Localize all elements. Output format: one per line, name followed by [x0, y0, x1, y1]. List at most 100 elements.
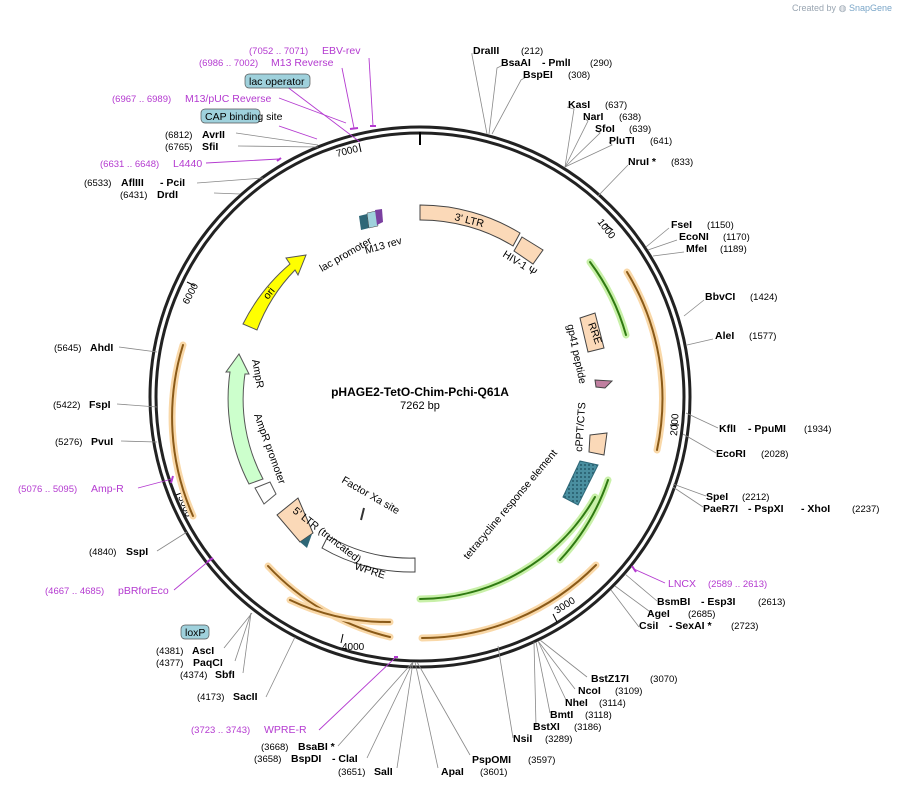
tick-7000: 7000 [335, 144, 360, 160]
credit-brand: SnapGene [848, 3, 892, 13]
pos-pvui: (5276) [55, 437, 82, 448]
enzyme-drdi: DrdI [157, 189, 178, 201]
ltr3-label: 3' LTR [453, 211, 485, 230]
pos-bstz17i: (3070) [650, 674, 677, 685]
enzyme-pspomi: PspOMI [472, 754, 511, 766]
pos-kasi: (637) [605, 100, 627, 111]
enzyme-sexai: - SexAI * [669, 620, 713, 632]
pos-pspomi: (3597) [528, 755, 555, 766]
ebv-rev-label: EBV-rev [322, 45, 361, 57]
boxed-features: lac operator CAP binding site loxP [180, 73, 311, 640]
enzyme-ncoi: NcoI [578, 685, 601, 697]
enzyme-nhei: NheI [565, 697, 588, 709]
tick-6000: 6000 [181, 281, 201, 306]
enzyme-mfei: MfeI [686, 243, 707, 255]
enzyme-bspdi: BspDI [291, 753, 321, 765]
snapgene-logo-icon: ◍ [838, 3, 847, 13]
m13-puc-reverse-pos: (6967 .. 6989) [112, 94, 171, 105]
enzyme-nrui: NruI * [628, 156, 657, 168]
pbrforeco-label: pBRforEco [118, 585, 169, 597]
enzyme-bsmbi: BsmBI [657, 596, 690, 608]
pos-bsaai: (290) [590, 58, 612, 69]
primer-marks [170, 125, 637, 658]
l4440-label: L4440 [173, 158, 202, 170]
enzyme-clai: - ClaI [332, 753, 358, 765]
enzyme-sfoi: SfoI [595, 123, 615, 135]
ampr-promoter-feature [254, 481, 277, 505]
pos-avrii: (6812) [165, 130, 192, 141]
pos-nari: (638) [619, 112, 641, 123]
ltr3-feature [419, 204, 521, 247]
pos-kfli: (1934) [804, 424, 831, 435]
enzyme-bstz17i: BstZ17I [591, 673, 629, 685]
pos-draiii: (212) [521, 46, 543, 57]
enzyme-ppumi: - PpuMI [748, 423, 786, 435]
enzyme-pmli: - PmlI [542, 57, 571, 69]
lac-operator-label: lac operator [249, 76, 305, 88]
pos-bbvci: (1424) [750, 292, 777, 303]
pos-bsmbi: (2613) [758, 597, 785, 608]
pos-nsii: (3289) [545, 734, 572, 745]
enzyme-nari: NarI [583, 111, 604, 123]
gp41-feature [594, 379, 614, 389]
tick-1000: 1000 [595, 217, 618, 242]
pos-alei: (1577) [749, 331, 776, 342]
pos-paqci: (4377) [156, 658, 183, 669]
amp-r-pos: (5076 .. 5095) [18, 484, 77, 495]
pos-csii: (2723) [731, 621, 758, 632]
pos-sali: (3651) [338, 767, 365, 778]
enzyme-labels: DraIII (212) BsaAI - PmlI (290) BspEI (3… [53, 45, 879, 778]
pbrforeco-pos: (4667 .. 4685) [45, 586, 104, 597]
enzyme-sbfi: SbfI [215, 669, 235, 681]
enzyme-sali: SalI [374, 766, 393, 778]
tick-4000: 4000 [342, 642, 365, 653]
primer-labels: (7052 .. 7071) EBV-rev (6986 .. 7002) M1… [18, 45, 767, 736]
ori-feature [242, 254, 307, 331]
credit-prefix: Created by [792, 3, 837, 13]
cppt-feature [588, 432, 608, 456]
l4440-pos: (6631 .. 6648) [100, 159, 159, 170]
lac-operator-box [244, 73, 311, 89]
enzyme-ahdi: AhdI [90, 342, 113, 354]
cap-binding-site-box [200, 108, 261, 124]
lncx-label: LNCX [668, 578, 696, 590]
enzyme-xhoi: - XhoI [801, 503, 830, 515]
enzyme-pluti: PluTI [609, 135, 635, 147]
lncx-pos: (2589 .. 2613) [708, 579, 767, 590]
pos-bspei: (308) [568, 70, 590, 81]
enzyme-econi: EcoNI [679, 231, 709, 243]
enzyme-ecori: EcoRI [716, 448, 746, 460]
cap-site-feature [366, 210, 379, 229]
pos-bmti: (3118) [585, 710, 612, 721]
ori-label: ori [261, 285, 278, 302]
pos-econi: (1170) [723, 232, 750, 243]
cap-binding-site-label: CAP binding site [205, 111, 283, 123]
pos-mfei: (1189) [720, 244, 747, 255]
pos-agei: (2685) [688, 609, 715, 620]
ampr-label: AmpR [249, 358, 266, 389]
enzyme-agei: AgeI [647, 608, 670, 620]
enzyme-sspi: SspI [126, 546, 148, 558]
pos-xhoi: (2237) [852, 504, 879, 515]
pos-apai: (3601) [480, 767, 507, 778]
pos-bstxi: (3186) [574, 722, 601, 733]
enzyme-spei: SpeI [706, 491, 728, 503]
loxp-label: loxP [185, 627, 205, 639]
enzyme-sfii: SfiI [202, 141, 218, 153]
pos-pluti: (641) [650, 136, 672, 147]
pos-asci: (4381) [156, 646, 183, 657]
ltr5-feature [276, 497, 314, 543]
wpre-r-pos: (3723 .. 3743) [191, 725, 250, 736]
pos-afliii: (6533) [84, 178, 111, 189]
ampr-feature [225, 353, 264, 485]
lac-promoter-feature [359, 214, 369, 230]
primer-leaders [137, 57, 666, 731]
pos-sfoi: (639) [629, 124, 651, 135]
enzyme-bsabi: BsaBI * [298, 741, 336, 753]
enzyme-esp3i: - Esp3I [701, 596, 736, 608]
enzyme-alei: AleI [715, 330, 734, 342]
snapgene-credit: Created by ◍ SnapGene [792, 3, 892, 14]
enzyme-bmti: BmtI [550, 709, 573, 721]
pos-bsabi: (3668) [261, 742, 288, 753]
